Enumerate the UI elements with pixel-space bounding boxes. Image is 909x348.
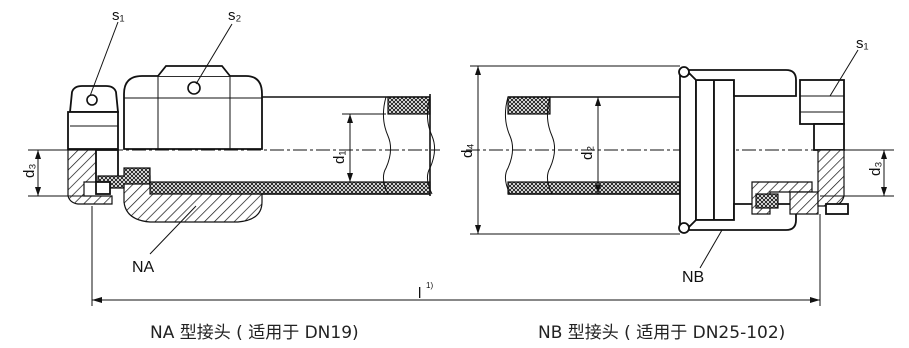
nb-flange: [678, 66, 819, 234]
pipe-nb: [504, 96, 681, 195]
label-d4: d₄: [459, 144, 476, 158]
caption-nb: NB 型接头 ( 适用于 DN25-102): [538, 323, 785, 343]
pipe-na: [149, 94, 436, 196]
hex-nut-s1-right: [799, 79, 849, 215]
dimension-d3-left: [28, 149, 96, 197]
label-s1-right: s₁: [856, 35, 869, 52]
dimension-d1: [342, 113, 386, 182]
dimension-d4: [470, 65, 680, 235]
label-s1-left: s₁: [112, 7, 125, 24]
label-d2: d₂: [579, 146, 596, 160]
hex-nut-s2: [86, 65, 263, 150]
caption-na: NA 型接头 ( 适用于 DN19): [150, 323, 359, 343]
label-length: l: [418, 285, 421, 302]
hex-nut-s1-left: [67, 85, 119, 205]
label-d3-right: d₃: [867, 162, 884, 176]
label-s2: s₂: [228, 7, 242, 24]
dimension-d2: [595, 97, 601, 194]
na-connector: [28, 21, 440, 255]
label-d3-left: d₃: [21, 164, 38, 178]
nb-connector: [466, 49, 894, 269]
label-nb: NB: [682, 269, 704, 286]
label-d1: d₁: [331, 151, 348, 164]
dimension-d3-right: [820, 149, 894, 197]
label-footnote: 1): [426, 281, 433, 290]
label-na: NA: [132, 259, 155, 276]
dimension-length: [91, 206, 821, 306]
